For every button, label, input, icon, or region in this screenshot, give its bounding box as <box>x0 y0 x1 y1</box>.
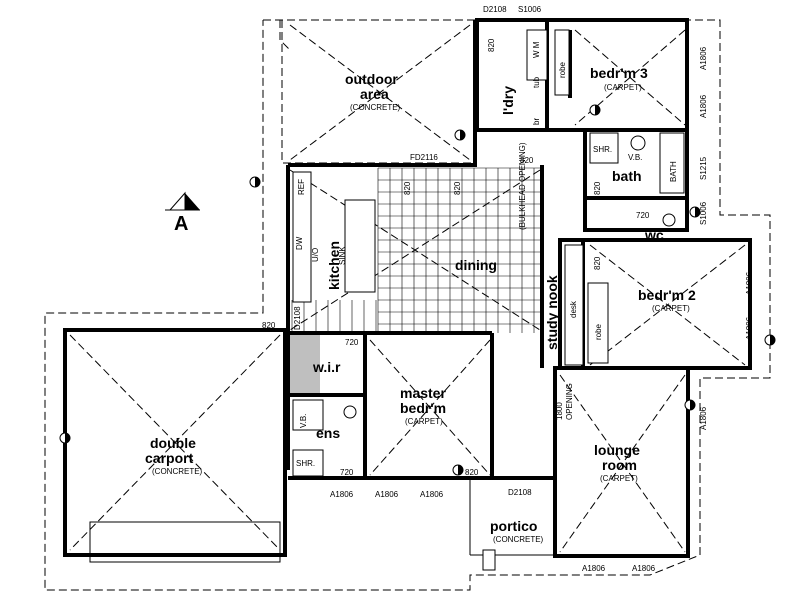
tile-grid <box>288 165 542 333</box>
window-door-codes: D2108 S1006 FD2116 D2108 D2108 A1806 A18… <box>262 5 754 573</box>
a1806-bed3-b: A1806 <box>699 94 708 118</box>
downpipe-markers <box>59 104 776 476</box>
lounge-label-1: lounge <box>594 442 640 458</box>
door-820-left: 820 <box>262 321 276 330</box>
lounge-opening-label: OPENING <box>565 383 574 420</box>
wir-label: w.i.r <box>312 359 341 375</box>
a1806-bed2-a: A1806 <box>745 271 754 295</box>
lounge-label-2: room <box>602 457 637 473</box>
portico-material: (CONCRETE) <box>493 535 544 544</box>
walls <box>63 18 752 571</box>
wm-label: W M <box>532 41 541 58</box>
room-labels: outdoor area (CONCRETE) l'dry bedr'm 3 (… <box>145 65 696 544</box>
carport-label-1: double <box>150 435 196 451</box>
robe-label-bed3: robe <box>558 61 567 78</box>
fixtures <box>89 29 685 563</box>
door-820-wc: 820 <box>593 181 602 195</box>
vb-label-bath: V.B. <box>628 153 642 162</box>
laundry-label: l'dry <box>500 86 516 115</box>
outdoor-area-label-2: area <box>360 86 389 102</box>
study-nook-label: study nook <box>544 275 560 350</box>
portico-label: portico <box>490 518 537 534</box>
downpipe-fill <box>65 433 70 443</box>
lounge-opening-size: 1800 <box>555 402 564 420</box>
vb-label-ens: V.B. <box>299 414 308 428</box>
door-820-kitchen: 820 <box>403 181 412 195</box>
bedroom3-label: bedr'm 3 <box>590 65 648 81</box>
door-820-master: 820 <box>465 468 479 477</box>
br-label: br <box>532 118 541 125</box>
downpipe-fill <box>690 400 695 410</box>
door-720-ens: 720 <box>340 468 354 477</box>
section-marker-a: A <box>165 191 200 235</box>
a1806-front-1: A1806 <box>330 490 354 499</box>
bulkhead-label: (BULKHEAD OPENING) <box>518 142 527 230</box>
kitchen-label: kitchen <box>326 241 342 290</box>
a1806-front-2: A1806 <box>375 490 399 499</box>
door-820-bed2: 820 <box>593 256 602 270</box>
s1006-code: S1006 <box>699 201 708 225</box>
door-720-wir: 720 <box>345 338 359 347</box>
carport-label-2: carport <box>145 450 194 466</box>
lounge-material: (CARPET) <box>600 474 638 483</box>
bath-fixture-label: BATH <box>669 161 678 182</box>
downpipe-fill <box>770 335 775 345</box>
door-820-bath: 820 <box>520 156 534 165</box>
downpipe-fill <box>255 177 260 187</box>
bedroom2-label: bedr'm 2 <box>638 287 696 303</box>
downpipe-fill <box>458 465 463 475</box>
door-820-laundry: 820 <box>487 38 496 52</box>
a1806-lounge-1: A1806 <box>582 564 606 573</box>
top-d-code: D2108 <box>483 5 507 14</box>
a1806-front-3: A1806 <box>420 490 444 499</box>
door-720-wc: 720 <box>636 211 650 220</box>
downpipe-fill <box>695 207 700 217</box>
desk-label: desk <box>569 300 578 318</box>
eaves-dashed-lines <box>44 19 771 591</box>
master-label-1: master <box>400 385 446 401</box>
tub-label: tub <box>532 76 541 88</box>
robe-label-bed2: robe <box>594 323 603 340</box>
ens-label: ens <box>316 425 340 441</box>
shr-label-bath: SHR. <box>593 145 612 154</box>
bedroom2-material: (CARPET) <box>652 304 690 313</box>
bedroom3-material: (CARPET) <box>604 83 642 92</box>
bath-label: bath <box>612 168 642 184</box>
carport-material: (CONCRETE) <box>152 467 203 476</box>
dw-label: DW <box>295 236 304 250</box>
d2108-front: D2108 <box>508 488 532 497</box>
uo-label: U/O <box>311 248 320 262</box>
master-material: (CARPET) <box>405 417 443 426</box>
top-s-code: S1006 <box>518 5 542 14</box>
outdoor-area-material: (CONCRETE) <box>350 103 401 112</box>
master-label-2: bedr'm <box>400 400 446 416</box>
wc-label: wc <box>644 227 664 243</box>
outdoor-area-label-1: outdoor <box>345 71 398 87</box>
ref-label: REF <box>297 179 306 195</box>
d2108-left: D2108 <box>293 306 302 330</box>
dining-label: dining <box>455 257 497 273</box>
door-820-dining: 820 <box>453 181 462 195</box>
downpipe-fill <box>595 105 600 115</box>
a1806-lounge-2: A1806 <box>632 564 656 573</box>
downpipe-fill <box>460 130 465 140</box>
section-label: A <box>174 213 188 235</box>
shr-label-ens: SHR. <box>296 459 315 468</box>
a1806-bed2-b: A1806 <box>745 316 754 340</box>
a1806-bed3-a: A1806 <box>699 46 708 70</box>
a1806-lounge-side: A1806 <box>699 406 708 430</box>
fixture-labels: robe robe desk SINK DW REF U/O V.B. BATH… <box>295 41 678 468</box>
fd-code: FD2116 <box>410 153 438 162</box>
sink-label: SINK <box>338 246 347 265</box>
s1215-code: S1215 <box>699 156 708 180</box>
